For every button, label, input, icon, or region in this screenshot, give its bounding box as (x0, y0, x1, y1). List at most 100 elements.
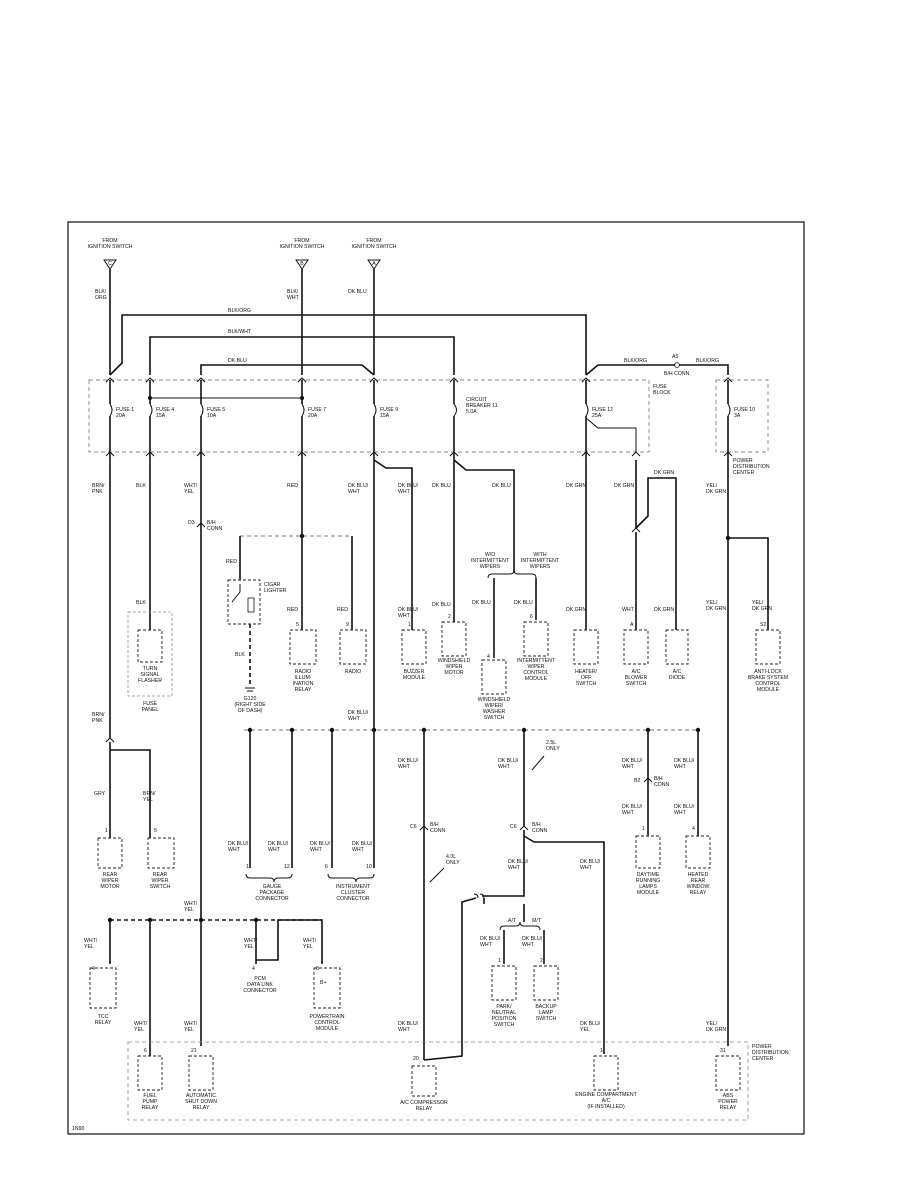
fuse-block (88, 379, 650, 453)
bus-dk-blu (200, 364, 375, 376)
wire-label-engine-ac: DK BLU/YEL (580, 1021, 601, 1033)
pin: 6 (530, 614, 533, 620)
connector-id: C6 (510, 824, 517, 830)
pin: 4 (487, 654, 490, 660)
branch-at: A/T (508, 918, 517, 924)
branch-mt: M/T (532, 918, 542, 924)
pdc-box (715, 379, 769, 453)
pin: 6 (325, 864, 328, 870)
bus-label: BLK/ORG (228, 308, 251, 314)
wire-label-gry: GRY (94, 791, 106, 797)
wire-park-bus (482, 830, 525, 897)
source-term: A (372, 261, 376, 267)
pin: 1 (408, 622, 411, 628)
bus-label: BLK/ORG (624, 358, 647, 364)
wire-label-rw-top: DK BLU/WHT (674, 758, 695, 770)
wire-label-abs-relay: YEL/DK GRN (706, 1021, 726, 1033)
wire-label-gauge-2: DK BLU/WHT (268, 841, 289, 853)
connector-id: C6 (410, 824, 417, 830)
source-triangle-icon (103, 259, 117, 270)
wire-label-mid1: DK BLU/WHT (508, 859, 529, 871)
wire-label-f12c: DK GRN (654, 470, 674, 476)
source-term: B (300, 261, 304, 267)
wire-label-25l: DK BLU/WHT (498, 758, 519, 770)
wire-label-dlc: WHT/YEL (244, 938, 258, 950)
source-triangle-icon (367, 259, 381, 270)
pin: 1 (642, 826, 645, 832)
wire-label-f4: BLK (136, 483, 146, 489)
pin: 1 (600, 1048, 603, 1054)
fuse-block-terminals (105, 377, 733, 457)
wire-label-fuel: WHT/YEL (134, 1021, 148, 1033)
wire-label-f1: BRN/PNK (92, 483, 105, 495)
wire-label-f9a: DK BLU/WHT (348, 483, 369, 495)
connector-id: B2 (634, 778, 640, 784)
wire-ac-40l (423, 897, 477, 1061)
source-triangle-icon (295, 259, 309, 270)
wire-label-park: DK BLU/WHT (480, 936, 501, 948)
connector-id: D3 (188, 520, 195, 526)
wire-label-buzzer: DK BLU/WHT (398, 607, 419, 619)
pin: 4 (252, 966, 255, 972)
wire-label-drl-top: DK BLU/WHT (622, 758, 643, 770)
wire-label-abs-mid: YEL/DK GRN (706, 600, 726, 612)
wire-label-cb11a: DK BLU (432, 483, 451, 489)
wire-label-heater: DK GRN (566, 607, 586, 613)
wire-label-pcm: WHT/YEL (303, 938, 317, 950)
wire-pcm (256, 919, 323, 964)
wire-cb11-int (453, 459, 515, 572)
wire-label-rear: BRN/PNK (92, 712, 105, 724)
diagram-frame (67, 221, 805, 1135)
wire-label-f10: YEL/DK GRN (706, 483, 726, 495)
wire-label-blower: WHT (622, 607, 635, 613)
pin: 4 (92, 966, 95, 972)
pin: 2 (448, 614, 451, 620)
fuse-panel-box (127, 611, 173, 697)
radio-label: RADIO (345, 669, 361, 675)
wire-label-intermittent: DK BLU (514, 600, 533, 606)
pin: A (630, 622, 634, 628)
bus-blk-org (109, 314, 587, 376)
wire-label-mid2: DK BLU/WHT (580, 859, 601, 871)
pin: 8 (316, 966, 319, 972)
source-wire-label: BLK/WHT (287, 289, 300, 301)
